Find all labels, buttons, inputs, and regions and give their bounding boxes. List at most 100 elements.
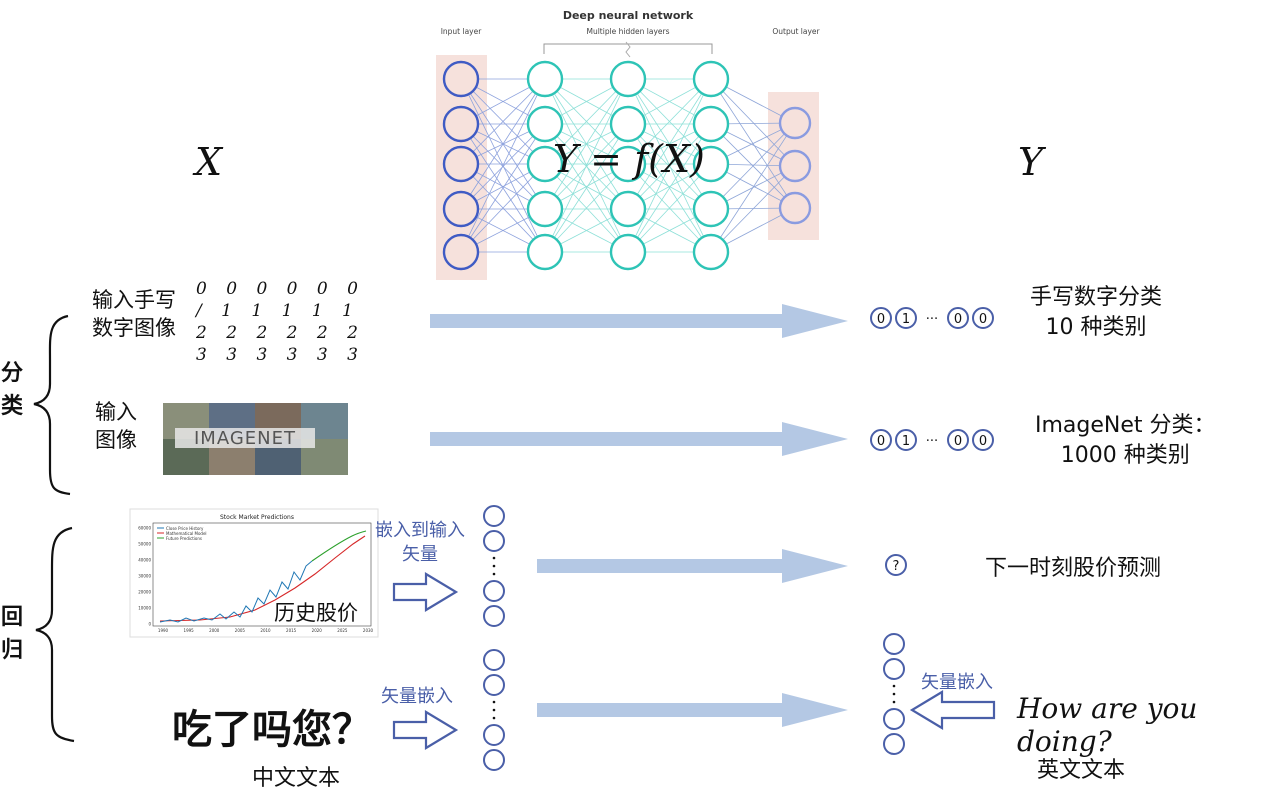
mnist-output-label: 手写数字分类 10 种类别	[1030, 285, 1163, 340]
imagenet-image: IMAGENET	[163, 403, 348, 475]
embed-arrow-translate	[392, 710, 459, 750]
arrow-stock	[537, 549, 848, 583]
translate-embed-label: 矢量嵌入	[381, 686, 453, 707]
embed-arrow-stock	[392, 572, 459, 612]
network-edge	[460, 78, 546, 165]
network-edge	[627, 78, 712, 253]
stock-embed-label: 嵌入到输入 矢量	[375, 520, 465, 566]
onehot-circle	[947, 429, 969, 451]
network-edge	[627, 78, 712, 165]
x-tick-label: 2000	[209, 628, 220, 633]
neural-network: Deep neural network Input layer Multiple…	[436, 9, 821, 280]
network-edge	[710, 165, 796, 253]
output-node	[778, 191, 812, 225]
stock-legend: Close Price History Mathematical Model F…	[157, 526, 207, 541]
main-arrows	[430, 304, 848, 727]
hidden-node	[609, 145, 647, 183]
translate-input-vector	[483, 649, 505, 771]
y-tick-label: 30000	[138, 574, 151, 579]
input-node	[442, 60, 480, 98]
x-symbol: X	[195, 140, 223, 184]
onehot-circle	[972, 307, 994, 329]
onehot-token: 0	[979, 434, 987, 449]
network-edge	[627, 123, 712, 253]
legend-entry: Mathematical Model	[166, 531, 207, 536]
vector-dots	[492, 700, 496, 720]
hidden-node	[692, 105, 730, 143]
y-tick-label: 0	[148, 622, 151, 627]
y-tick-label: 20000	[138, 590, 151, 595]
hidden-layers-label: Multiple hidden layers	[586, 27, 669, 36]
stock-chart-frame	[129, 508, 379, 638]
onehot-token: 0	[877, 312, 885, 327]
embed-arrow-output	[909, 690, 996, 730]
hidden-node	[609, 233, 647, 271]
output-embed-label: 矢量嵌入	[921, 672, 993, 693]
model-line	[159, 535, 366, 622]
hidden-node	[526, 60, 564, 98]
imagenet-logo: IMAGENET	[194, 428, 296, 449]
classification-label: 分 类	[1, 361, 24, 419]
network-edge	[460, 78, 546, 253]
x-tick-label: 2005	[235, 628, 246, 633]
chinese-input-text: 吃了吗您？	[172, 706, 372, 753]
onehot-ellipsis: ···	[926, 312, 938, 327]
onehot-circle	[870, 307, 892, 329]
network-edge	[710, 122, 796, 210]
network-edge	[710, 122, 796, 253]
onehot-token: 1	[902, 434, 910, 449]
onehot-imagenet: 0 1 ··· 0 0	[870, 429, 994, 451]
english-caption: 英文文本	[1037, 758, 1126, 783]
english-output-text: How are you doing?	[1017, 692, 1198, 758]
onehot-token: 0	[877, 434, 885, 449]
prediction-token: ?	[893, 559, 900, 574]
network-edge	[544, 78, 629, 210]
x-tick-label: 2015	[286, 628, 297, 633]
mnist-input-label: 输入手写 数字图像	[92, 288, 176, 341]
onehot-token: 1	[902, 312, 910, 327]
arrow-imagenet	[430, 422, 848, 456]
stock-chart-title: Stock Market Predictions	[220, 514, 294, 521]
hidden-node	[526, 233, 564, 271]
onehot-token: 0	[954, 434, 962, 449]
history-line	[159, 560, 313, 623]
network-title: Deep neural network	[563, 9, 694, 22]
network-edge	[460, 123, 546, 210]
vector-dots	[892, 684, 896, 704]
onehot-circle	[895, 429, 917, 451]
onehot-circle	[972, 429, 994, 451]
output-node	[778, 149, 812, 183]
vector-dots	[492, 556, 496, 576]
input-node	[442, 105, 480, 143]
hidden-node	[692, 60, 730, 98]
input-node	[442, 233, 480, 271]
imagenet-input-label: 输入 图像	[95, 400, 137, 453]
input-node	[442, 145, 480, 183]
network-edge	[460, 78, 546, 210]
y-symbol: Y	[1018, 140, 1044, 184]
y-tick-label: 50000	[138, 542, 151, 547]
x-tick-label: 2010	[260, 628, 271, 633]
stock-output-label: 下一时刻股价预测	[985, 556, 1162, 581]
translate-output-vector	[883, 633, 905, 755]
output-node	[778, 106, 812, 140]
network-edge	[544, 78, 629, 165]
network-edge	[544, 163, 629, 253]
hidden-node	[526, 190, 564, 228]
x-tick-label: 2020	[312, 628, 323, 633]
classification-brace	[33, 314, 71, 496]
hidden-node	[692, 190, 730, 228]
onehot-token: 0	[954, 312, 962, 327]
network-edge	[627, 123, 712, 210]
break-mark	[625, 41, 631, 58]
network-edge	[710, 78, 796, 167]
hidden-node	[692, 145, 730, 183]
hidden-node	[526, 105, 564, 143]
network-edge	[627, 163, 712, 253]
x-tick-label: 1995	[184, 628, 195, 633]
input-node	[442, 190, 480, 228]
hidden-node	[526, 145, 564, 183]
x-tick-label: 2030	[363, 628, 374, 633]
